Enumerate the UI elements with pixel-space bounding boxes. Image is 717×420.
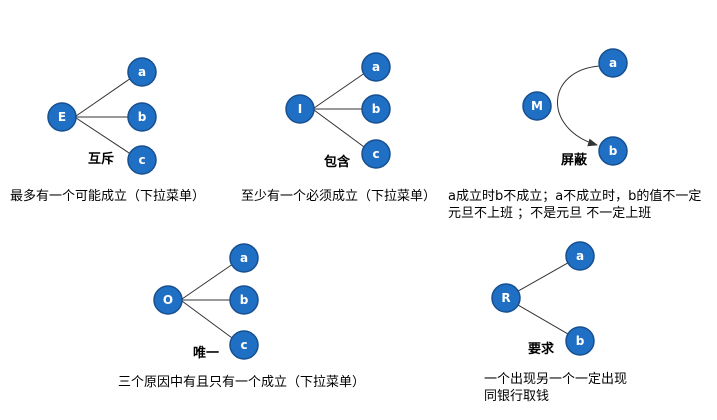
node-I-a: a — [361, 52, 391, 82]
node-O: O — [153, 285, 183, 315]
node-M-a: a — [598, 48, 628, 78]
node-O-c: c — [229, 330, 259, 360]
node-R-b: b — [565, 326, 595, 356]
node-M-b: b — [598, 136, 628, 166]
node-M: M — [522, 91, 552, 121]
node-I-label: I — [298, 102, 302, 116]
node-I: I — [285, 94, 315, 124]
relation-description: 三个原因中有且只有一个成立（下拉菜单） — [118, 375, 365, 390]
node-O-b-label: b — [240, 293, 249, 307]
edge-R-a — [517, 262, 569, 292]
node-O-c-label: c — [240, 338, 247, 352]
edge-O-c — [180, 299, 233, 339]
relation-title: 屏蔽 — [561, 152, 588, 168]
relation-description: 最多有一个可能成立（下拉菜单） — [10, 188, 205, 204]
node-R-label: R — [501, 291, 510, 305]
relation-description: 一个出现另一个一定出现 — [484, 372, 627, 387]
node-E: E — [47, 102, 77, 132]
relation-title: 唯一 — [193, 345, 219, 361]
node-E-a-label: a — [138, 65, 146, 79]
edge-O-a — [180, 264, 233, 301]
edge-I-a — [312, 73, 365, 110]
node-E-label: E — [58, 110, 66, 124]
node-I-c: c — [361, 139, 391, 169]
node-R-a: a — [565, 241, 595, 271]
node-I-c-label: c — [372, 147, 379, 161]
node-M-a-label: a — [609, 56, 617, 70]
node-O-label: O — [163, 293, 173, 307]
node-I-b-label: b — [372, 102, 381, 116]
edge-I-c — [312, 108, 365, 148]
edge-R-b — [517, 304, 569, 335]
node-O-b: b — [229, 285, 259, 315]
node-R: R — [491, 283, 521, 313]
node-R-a-label: a — [576, 249, 584, 263]
node-O-a-label: a — [240, 251, 248, 265]
mask-arrow-a-b — [557, 65, 600, 147]
node-E-c-label: c — [138, 153, 145, 167]
node-I-a-label: a — [372, 60, 380, 74]
node-M-b-label: b — [609, 144, 618, 158]
relation-title: 要求 — [528, 341, 555, 357]
relation-description: 元旦不上班 ；不是元旦 不一定上班 — [448, 206, 651, 221]
node-O-a: a — [229, 243, 259, 273]
relation-description: a成立时b不成立；a不成立时，b的值不一定 — [448, 188, 701, 204]
relation-description: 至少有一个必须成立（下拉菜单） — [241, 189, 436, 204]
edge-E-c — [74, 116, 130, 154]
relation-title: 包含 — [324, 154, 351, 170]
node-E-a: a — [127, 57, 157, 87]
relation-description: 同银行取钱 — [484, 389, 549, 404]
relation-title: 互斥 — [88, 151, 114, 167]
node-I-b: b — [361, 94, 391, 124]
node-E-c: c — [127, 145, 157, 175]
node-R-b-label: b — [576, 334, 585, 348]
node-E-b: b — [127, 102, 157, 132]
edge-E-a — [74, 78, 131, 118]
node-M-label: M — [531, 99, 543, 113]
node-E-b-label: b — [138, 110, 147, 124]
